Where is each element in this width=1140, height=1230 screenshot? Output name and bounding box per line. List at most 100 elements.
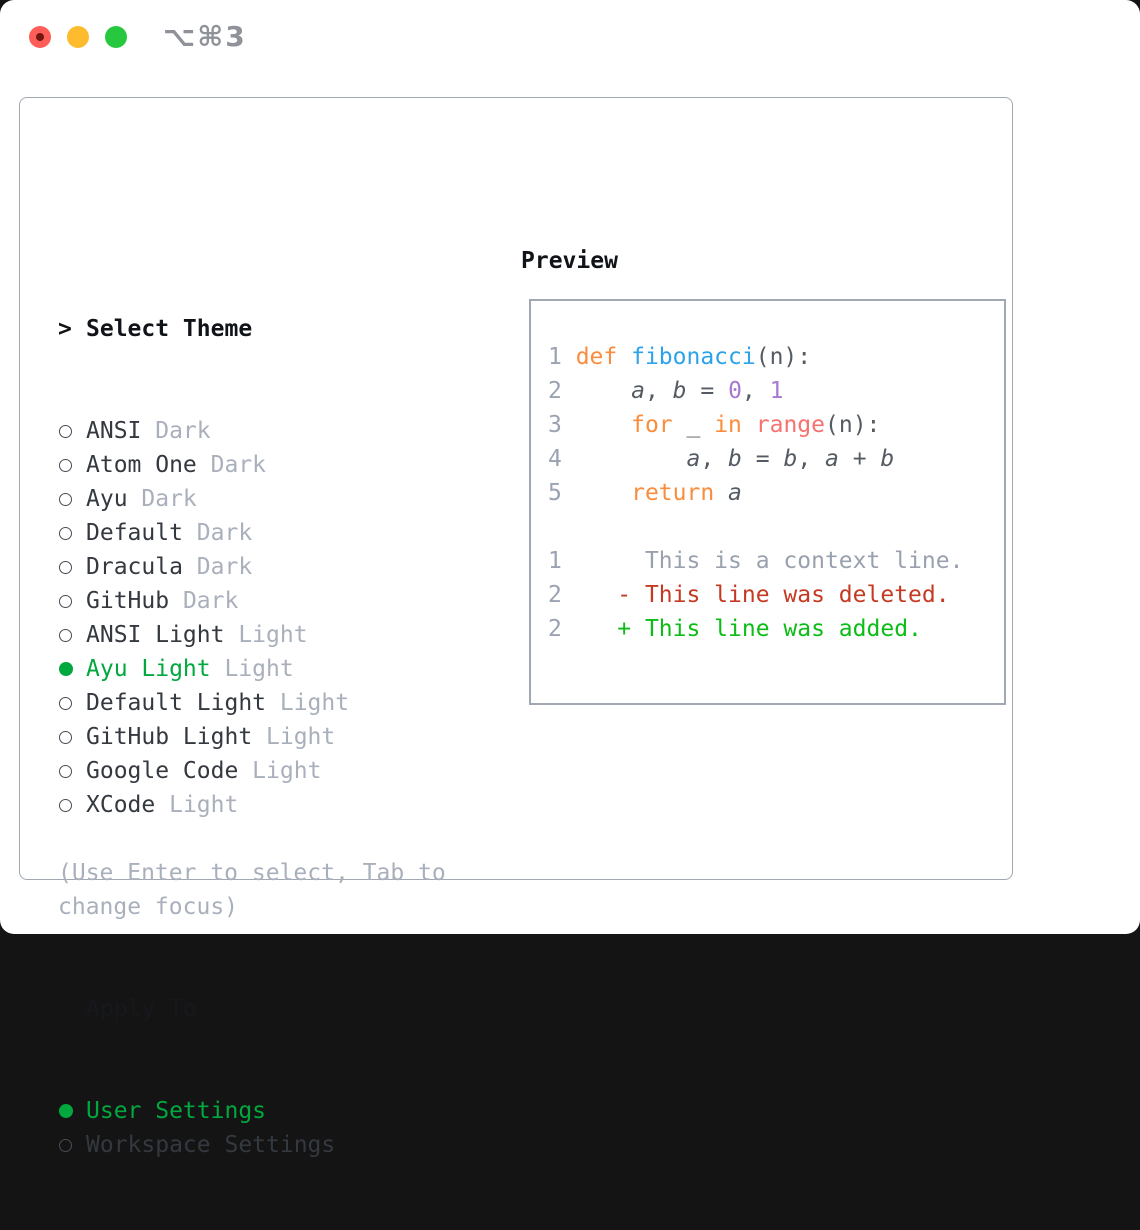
theme-variant: Dark [169,588,239,614]
radio-unselected-icon [59,1138,72,1152]
code-token [576,412,631,438]
radio-unselected-icon [59,730,72,744]
code-token: in [714,412,742,438]
radio-unselected-icon [59,798,72,812]
radio-unselected-icon [59,594,72,608]
code-token: 2 [548,582,618,608]
theme-menu-title: Select Theme [86,316,253,342]
code-token: 3 [548,412,576,438]
radio-cell [58,1138,86,1152]
radio-cell [58,560,86,574]
code-token: 5 [548,480,576,506]
theme-option-atom-one[interactable]: Atom One Dark [58,448,349,482]
code-token: 1 [548,344,576,370]
code-token: 0 [728,378,742,404]
theme-option-github-light[interactable]: GitHub Light Light [58,720,349,754]
theme-name: ANSI [86,418,142,444]
theme-name: Default [86,520,183,546]
apply-to-title: Apply To [86,996,197,1022]
code-token: = [741,446,784,472]
minimize-button[interactable] [67,26,89,48]
code-line-4: 4 a, b = b, a + b [548,442,963,476]
code-token: 1 [548,548,645,574]
radio-cell [58,1104,86,1118]
code-token [576,446,687,472]
code-line-3: 3 for _ in range(n): [548,408,963,442]
code-line-9: 2 + This line was added. [548,612,963,646]
radio-cell [58,424,86,438]
apply-option-label: Workspace Settings [86,1132,336,1158]
code-token: return [631,480,715,506]
radio-unselected-icon [59,526,72,540]
theme-option-ayu[interactable]: Ayu Dark [58,482,349,516]
theme-variant: Light [224,622,308,648]
window-title: ⌥⌘3 [163,20,247,53]
code-token: This is a context line. [644,548,964,574]
radio-unselected-icon [59,764,72,778]
theme-variant: Light [266,690,350,716]
theme-option-ansi-light[interactable]: ANSI Light Light [58,618,349,652]
apply-option-workspace-settings[interactable]: Workspace Settings [58,1128,349,1162]
radio-cell [58,696,86,710]
apply-option-user-settings[interactable]: User Settings [58,1094,349,1128]
theme-option-ansi[interactable]: ANSI Dark [58,414,349,448]
theme-option-dracula[interactable]: Dracula Dark [58,550,349,584]
apply-to-header: Apply To [58,992,349,1026]
code-line-6 [548,510,963,544]
theme-option-default-light[interactable]: Default Light Light [58,686,349,720]
code-token: b [783,446,798,472]
theme-name: Ayu [86,486,128,512]
theme-menu-header: >Select Theme [58,312,349,346]
code-token: 2 [548,616,618,642]
zoom-button[interactable] [105,26,127,48]
code-token: , [741,378,770,404]
theme-name: Atom One [86,452,197,478]
code-token: for [631,412,673,438]
theme-variant: Light [210,656,294,682]
code-token: (n): [755,344,812,370]
code-token: = [686,378,729,404]
theme-variant: Dark [182,554,253,580]
theme-name: Google Code [86,758,239,784]
radio-selected-icon [59,662,73,676]
radio-cell [58,526,86,540]
theme-variant: Dark [127,486,197,512]
code-line-7: 1 This is a context line. [548,544,963,578]
radio-cell [58,492,86,506]
code-token: + [838,446,881,472]
theme-name: Default Light [86,690,267,716]
radio-unselected-icon [59,560,72,574]
code-token: fibonacci [631,344,756,370]
radio-cell [58,458,86,472]
radio-cell [58,628,86,642]
theme-option-github[interactable]: GitHub Dark [58,584,349,618]
radio-cell [58,730,86,744]
code-token: 4 [548,446,576,472]
radio-unselected-icon [59,424,72,438]
theme-option-xcode[interactable]: XCode Light [58,788,349,822]
code-token: , [700,446,729,472]
radio-unselected-icon [59,492,72,506]
code-token: a [825,446,839,472]
code-token: 1 [769,378,784,404]
theme-option-ayu-light[interactable]: Ayu Light Light [58,652,349,686]
code-token: , [644,378,673,404]
radio-unselected-icon [59,696,72,710]
theme-option-default[interactable]: Default Dark [58,516,349,550]
code-token: 2 [548,378,576,404]
code-token [576,378,631,404]
radio-selected-icon [59,1104,73,1118]
apply-option-label: User Settings [86,1098,267,1124]
theme-option-google-code[interactable]: Google Code Light [58,754,349,788]
code-token: a [728,480,742,506]
code-line-2: 2 a, b = 0, 1 [548,374,963,408]
theme-name: ANSI Light [86,622,225,648]
theme-name: GitHub Light [86,724,253,750]
help-text: (Use Enter to select, Tab to change focu… [58,860,446,920]
close-button[interactable] [29,26,51,48]
